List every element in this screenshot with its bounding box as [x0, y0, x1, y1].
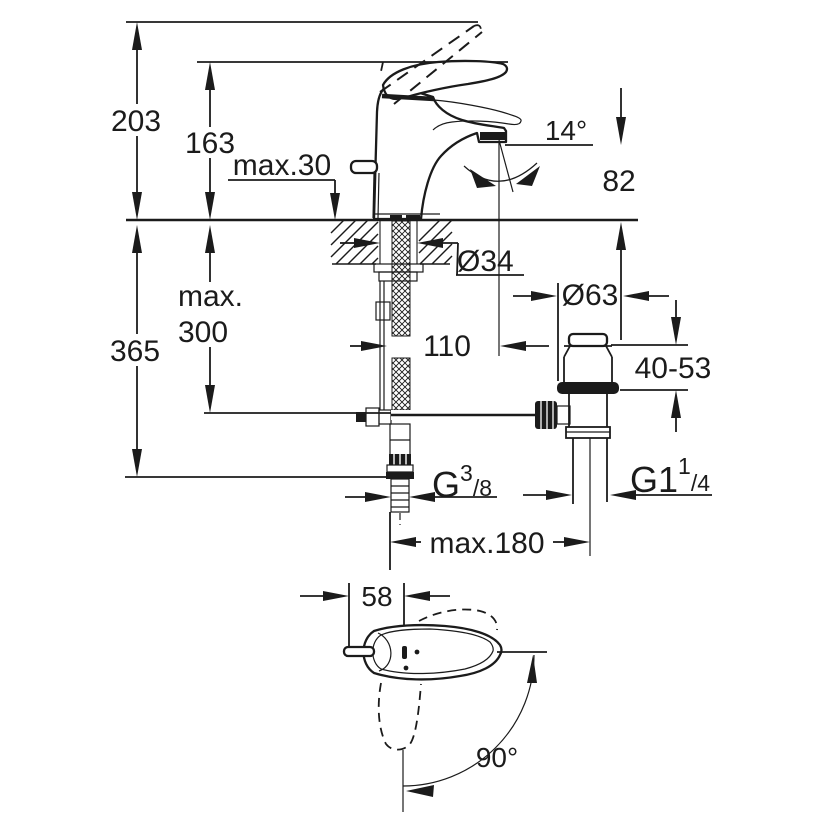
- pop-up-lift-knob: [349, 159, 380, 219]
- dim-dia34: Ø34: [340, 238, 524, 278]
- thread-g38: G3/8: [345, 460, 497, 505]
- dim-dia63: Ø63: [513, 279, 669, 381]
- supply-hose-assembly: [356, 220, 537, 525]
- dim-40-53-label: 40-53: [635, 352, 712, 385]
- plan-center-mark: [402, 646, 407, 659]
- faucet-lever-return-arm: [432, 99, 522, 131]
- thread-g114-label: G11/4: [630, 453, 710, 500]
- aerator-face: [480, 132, 505, 140]
- thread-g38-label: G3/8: [432, 460, 492, 505]
- g38-nut: [386, 454, 414, 479]
- waste-knurled-knob: [535, 401, 571, 429]
- dim-58-label: 58: [361, 581, 392, 612]
- dim-max300: max. 300: [178, 225, 243, 413]
- faucet-lever-blade: [381, 59, 509, 101]
- dim-max300-label-line2: 300: [178, 316, 228, 349]
- plan-spout: [342, 645, 376, 658]
- plan-body-outline: [362, 623, 503, 681]
- faucet-side-view: [349, 24, 522, 221]
- dim-365-label: 365: [110, 335, 160, 368]
- dim-dia63-label: Ø63: [562, 279, 619, 312]
- lift-rod-coupler: [375, 301, 391, 321]
- plan-lever-down-dashed: [377, 682, 422, 751]
- dim-max30: max.30: [228, 149, 340, 220]
- plan-dot: [403, 665, 409, 671]
- dim-203-label: 203: [111, 105, 161, 138]
- thread-g114: G11/4: [523, 453, 712, 500]
- plan-dot: [414, 649, 420, 655]
- dim-max30-label: max.30: [233, 149, 331, 182]
- waste-plug-cap: [567, 332, 609, 348]
- dim-110: 110: [350, 330, 549, 363]
- g38-thread-end: [390, 478, 410, 525]
- raised-lever-dashed: [379, 24, 483, 105]
- faucet-body-outline: [372, 83, 508, 221]
- lever-seam: [381, 93, 435, 102]
- pop-up-rod-junction: [356, 407, 392, 427]
- base-mark: [406, 215, 420, 220]
- pop-up-waste-assembly: [535, 332, 619, 556]
- dim-82: 82: [602, 88, 636, 340]
- base-mark: [390, 215, 402, 220]
- dim-14deg-label: 14°: [545, 115, 587, 146]
- waste-seal-ring: [557, 382, 619, 394]
- plan-swung-lever-dashed: [418, 608, 498, 631]
- dim-max180-label: max.180: [429, 527, 544, 560]
- faucet-plan-view: 58 90°: [300, 581, 547, 812]
- braided-hose: [391, 357, 411, 411]
- dim-163-label: 163: [185, 127, 235, 160]
- plan-lever-inner-outline: [372, 628, 494, 675]
- dim-365: 365: [110, 225, 160, 477]
- dim-14deg: 14°: [463, 115, 593, 356]
- dim-110-label: 110: [423, 330, 471, 363]
- dim-203: 203: [111, 22, 161, 220]
- dim-40-53: 40-53: [611, 300, 711, 432]
- dim-82-label: 82: [602, 165, 635, 198]
- dim-max180: max.180: [389, 512, 590, 570]
- dim-163: 163: [185, 62, 235, 220]
- braided-hose: [391, 220, 411, 337]
- dim-max300-label-line1: max.: [178, 280, 243, 313]
- counter-cross-section: [330, 219, 453, 265]
- dim-90deg-label: 90°: [476, 742, 518, 773]
- dim-dia34-label: Ø34: [457, 245, 514, 278]
- plan-cartridge-cap-arc: [377, 632, 392, 672]
